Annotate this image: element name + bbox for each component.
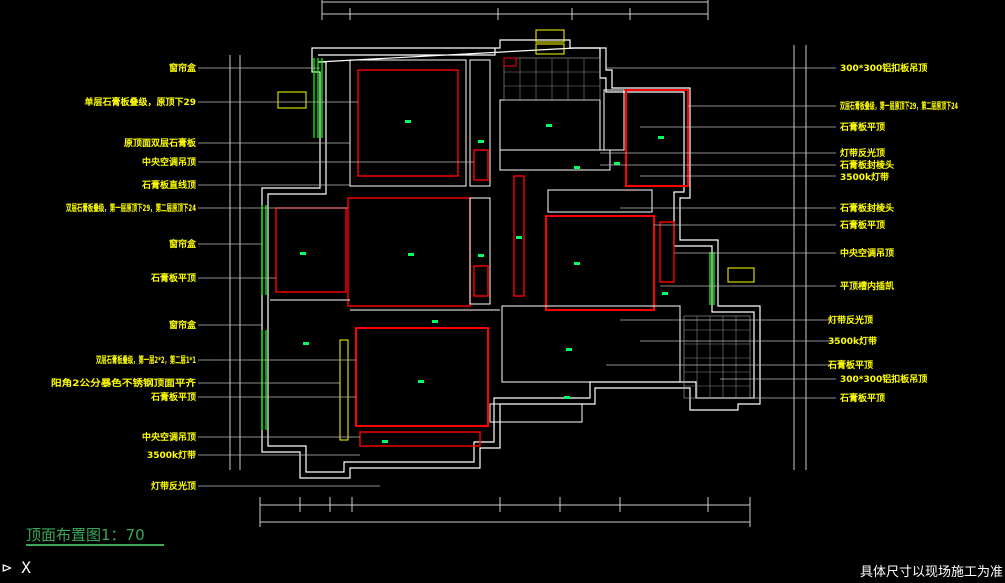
right-label: 石膏板平顶	[839, 392, 885, 404]
left-label: 中央空调吊顶	[142, 156, 196, 168]
right-label: 石膏板平顶	[839, 121, 885, 133]
right-label: 300*300铝扣板吊顶	[840, 62, 927, 74]
fixture-markers	[300, 120, 668, 443]
left-label: 3500k灯带	[147, 449, 196, 461]
windows	[261, 58, 715, 430]
right-label: 3500k灯带	[828, 335, 877, 347]
construction-note: 具体尺寸以现场施工为准	[859, 565, 1003, 580]
drawing-title: 顶面布置图1：70	[26, 526, 145, 544]
left-label: 窗帘盒	[169, 62, 197, 74]
left-label: 原顶面双层石膏板	[124, 137, 197, 149]
right-label: 3500k灯带	[840, 171, 889, 183]
left-annotations: 窗帘盒 单层石膏板叠级，原顶下29 原顶面双层石膏板 中央空调吊顶 石膏板直线顶…	[51, 62, 197, 492]
top-dimension-lines	[321, 0, 709, 20]
left-label: 窗帘盒	[169, 238, 197, 250]
right-label: 灯带反光顶	[840, 147, 885, 159]
left-label: 石膏板平顶	[150, 391, 196, 403]
leader-lines	[198, 67, 836, 487]
left-label: 中央空调吊顶	[142, 431, 196, 443]
right-label: 石膏板封棱头	[839, 202, 894, 214]
partitions	[270, 59, 681, 423]
ucs-icon: ⊳ X	[2, 558, 31, 577]
aluminium-grid-balcony	[683, 315, 751, 399]
left-label: 石膏板平顶	[150, 272, 196, 284]
side-dimension-lines	[229, 45, 807, 470]
right-annotations: 300*300铝扣板吊顶 双层石膏板叠级，第一层原顶下29，第二层原顶下24 石…	[827, 62, 958, 404]
right-label: 双层石膏板叠级，第一层原顶下29，第二层原顶下24	[840, 100, 958, 112]
left-label: 阳角2公分暴色不锈钢顶面平齐	[51, 377, 197, 389]
walls	[261, 39, 761, 479]
bottom-dimension-lines	[259, 497, 751, 527]
left-label: 石膏板直线顶	[141, 179, 196, 191]
title-underline	[26, 544, 164, 546]
symbols	[277, 29, 755, 441]
right-label: 中央空调吊顶	[840, 247, 894, 259]
aluminium-grid-top	[503, 57, 601, 101]
left-label: 灯带反光顶	[151, 480, 196, 492]
left-label: 双层石膏板叠级，第一层原顶下29，第二层原顶下24	[66, 202, 196, 214]
left-label: 双层石膏板叠级，第一层2*2，第二层1*1	[96, 354, 196, 366]
right-label: 平顶槽内插凯	[840, 280, 894, 292]
right-label: 石膏板平顶	[827, 359, 873, 371]
left-label: 单层石膏板叠级，原顶下29	[84, 96, 196, 108]
right-label: 300*300铝扣板吊顶	[840, 373, 927, 385]
right-label: 石膏板封棱头	[839, 159, 894, 171]
right-label: 灯带反光顶	[828, 314, 873, 326]
left-label: 窗帘盒	[169, 319, 197, 331]
right-label: 石膏板平顶	[839, 219, 885, 231]
ceiling-outlines	[275, 69, 689, 447]
